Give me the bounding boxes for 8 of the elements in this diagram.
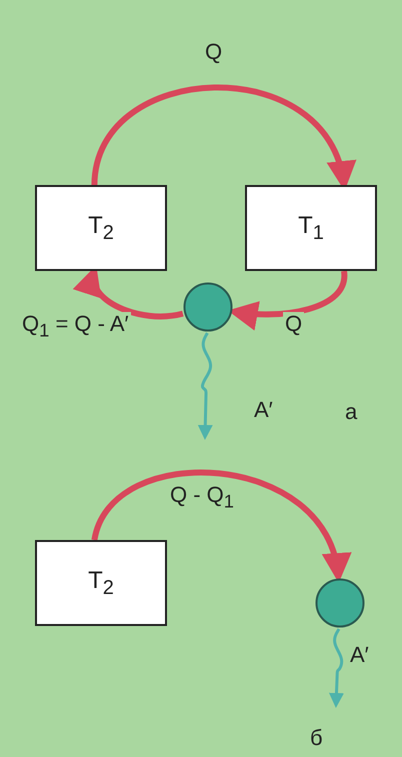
wavy-arrow bbox=[328, 628, 344, 708]
edge-label: Q bbox=[283, 312, 304, 336]
node-label: T$_{2}$ bbox=[88, 212, 114, 244]
process-box bbox=[35, 540, 167, 626]
process-box bbox=[35, 185, 167, 271]
node-label: T$_{1}$ bbox=[298, 212, 324, 244]
process-box bbox=[245, 185, 377, 271]
wavy-arrow bbox=[198, 332, 213, 440]
